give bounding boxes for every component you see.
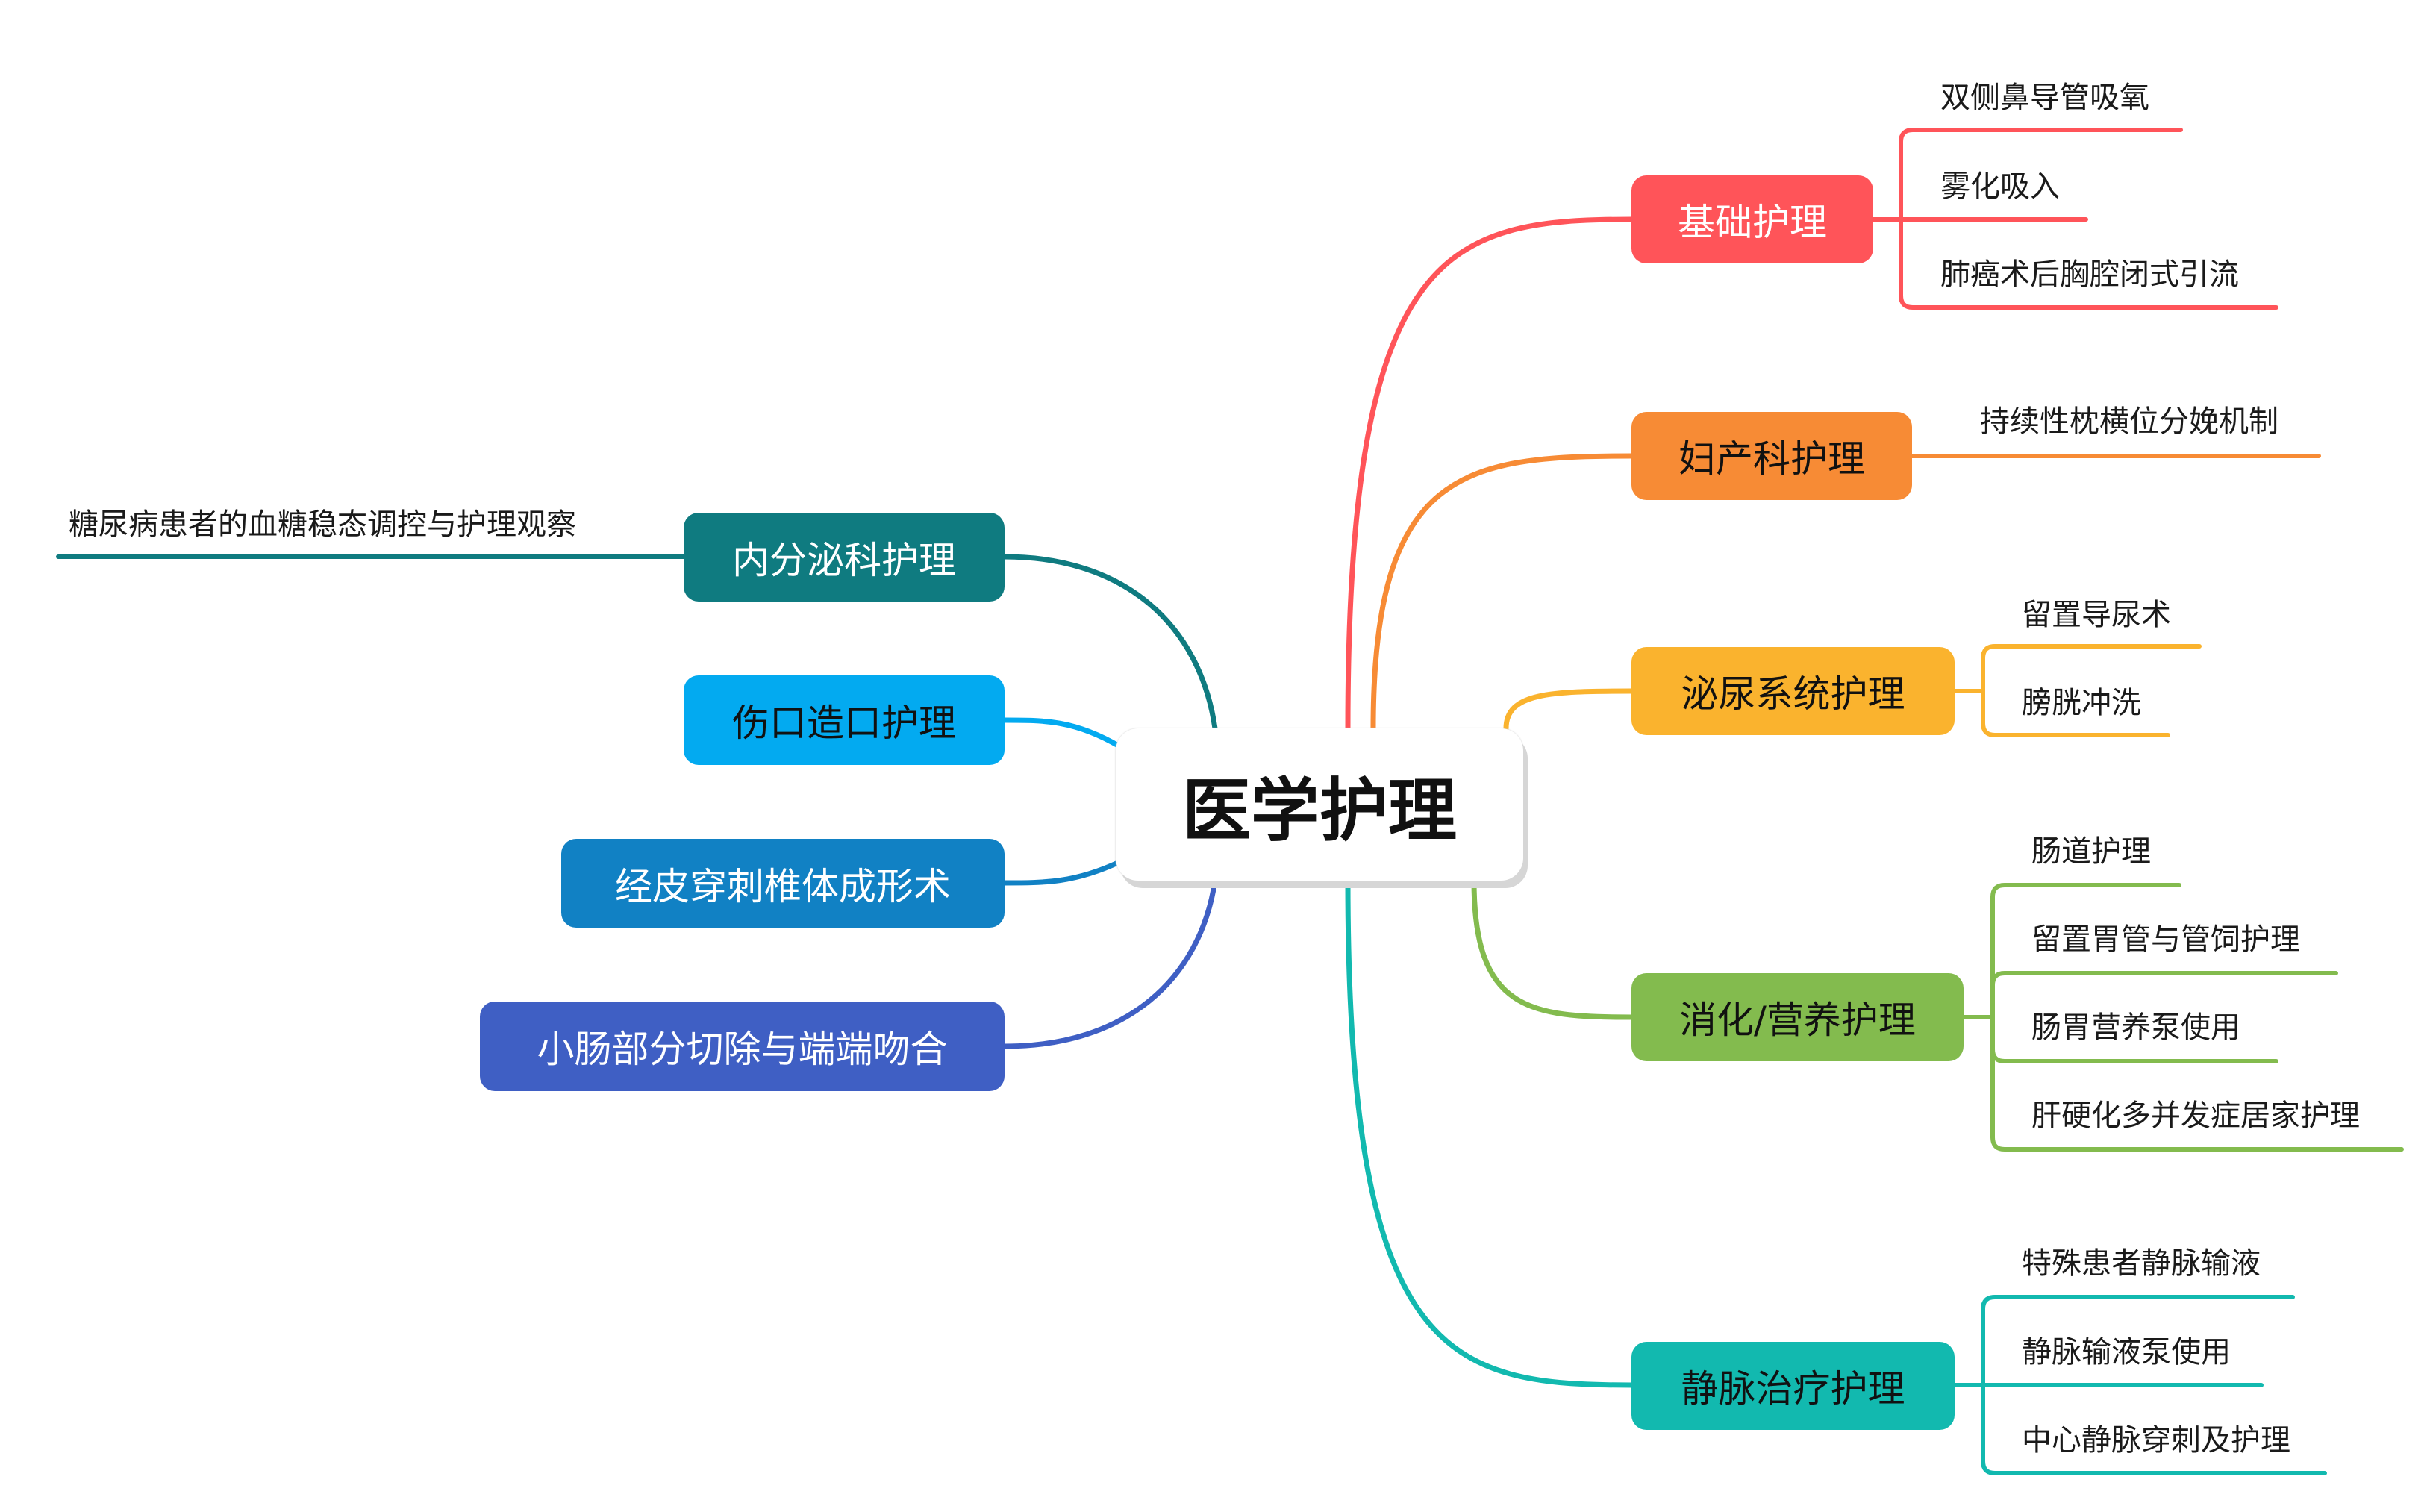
subtopic[interactable]: 留置胃管与管饲护理 xyxy=(2031,922,2300,957)
subtopic-underline xyxy=(1981,721,2170,737)
topic-vertebroplasty[interactable]: 经皮穿刺椎体成形术 xyxy=(561,839,1005,928)
subtopic[interactable]: 持续性枕横位分娩机制 xyxy=(1980,404,2278,439)
subtopic[interactable]: 肠胃营养泵使用 xyxy=(2031,1010,2240,1045)
root-topic[interactable]: 医学护理 xyxy=(1116,728,1523,881)
branch-connector xyxy=(1345,878,1634,1388)
subtopic[interactable]: 双侧鼻导管吸氧 xyxy=(1940,81,2149,115)
topic-label: 经皮穿刺椎体成形术 xyxy=(615,864,951,908)
topic-digestive-nutrition-nursing[interactable]: 消化/营养护理 xyxy=(1631,973,1964,1061)
branch-connector xyxy=(1002,717,1122,749)
topic-endocrine-nursing[interactable]: 内分泌科护理 xyxy=(684,513,1005,602)
subtopic[interactable]: 肠道护理 xyxy=(2031,834,2151,869)
subtopic-underline xyxy=(1990,1135,2404,1152)
topic-label: 基础护理 xyxy=(1678,201,1827,244)
subtopic[interactable]: 静脉输液泵使用 xyxy=(2022,1335,2231,1369)
subtopic-underline xyxy=(1981,1295,2295,1311)
subtopic[interactable]: 肝硬化多并发症居家护理 xyxy=(2031,1099,2360,1133)
subtopic-underline xyxy=(1990,971,2338,987)
subtopic[interactable]: 肺癌术后胸腔闭式引流 xyxy=(1940,257,2239,292)
subtopic[interactable]: 雾化吸入 xyxy=(1940,169,2060,204)
subtopic[interactable]: 特殊患者静脉输液 xyxy=(2022,1246,2261,1281)
subtopic[interactable]: 中心静脉穿刺及护理 xyxy=(2022,1423,2290,1458)
topic-basic-nursing[interactable]: 基础护理 xyxy=(1631,175,1873,263)
topic-urology-nursing[interactable]: 泌尿系统护理 xyxy=(1631,647,1955,735)
branch-connector xyxy=(1002,859,1122,886)
subtopic[interactable]: 糖尿病患者的血糖稳态调控与护理观察 xyxy=(69,507,576,542)
topic-label: 小肠部分切除与端端吻合 xyxy=(537,1028,948,1071)
subtopic-underline xyxy=(1899,293,2278,310)
subtopic-underline xyxy=(1981,1459,2327,1475)
subtopic[interactable]: 膀胱冲洗 xyxy=(2022,686,2141,720)
branch-connector xyxy=(1370,453,1634,731)
topic-small-bowel-resection[interactable]: 小肠部分切除与端端吻合 xyxy=(480,1002,1005,1091)
topic-label: 消化/营养护理 xyxy=(1679,999,1916,1042)
topic-label: 静脉治疗护理 xyxy=(1681,1367,1905,1411)
branch-connector xyxy=(1002,554,1218,731)
subtopic-underline xyxy=(1981,644,2202,660)
topic-label: 泌尿系统护理 xyxy=(1681,672,1905,716)
subtopic-underline xyxy=(1990,883,2181,899)
branch-connector xyxy=(1002,878,1218,1049)
subtopic-underline xyxy=(1990,1047,2278,1063)
subtopic-underline xyxy=(1899,128,2183,144)
topic-obstetrics-nursing[interactable]: 妇产科护理 xyxy=(1631,412,1912,500)
branch-connector xyxy=(1471,878,1634,1020)
branch-connector xyxy=(1345,216,1634,731)
topic-label: 内分泌科护理 xyxy=(732,538,956,582)
topic-iv-therapy-nursing[interactable]: 静脉治疗护理 xyxy=(1631,1342,1955,1430)
topic-label: 伤口造口护理 xyxy=(732,702,956,745)
root-topic-label: 医学护理 xyxy=(1181,770,1457,851)
topic-wound-ostomy-nursing[interactable]: 伤口造口护理 xyxy=(684,675,1005,765)
subtopic[interactable]: 留置导尿术 xyxy=(2022,598,2171,632)
branch-connector xyxy=(1503,688,1634,731)
topic-label: 妇产科护理 xyxy=(1678,437,1865,481)
